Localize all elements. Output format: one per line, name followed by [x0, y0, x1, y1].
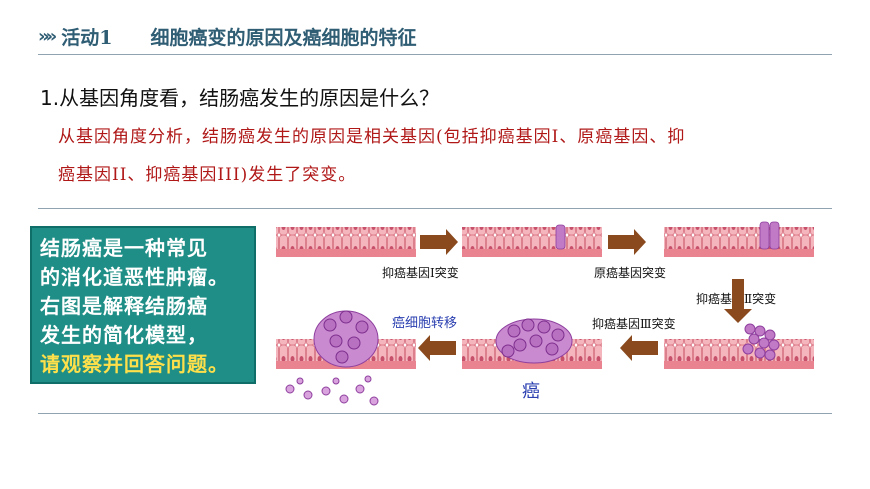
answer-line-1: 从基因角度分析，结肠癌发生的原因是相关基因(包括抑癌基因I、原癌基因、抑	[58, 127, 686, 147]
activity-label: 活动1	[61, 26, 113, 49]
info-line-5: 请观察并回答问题。	[40, 352, 229, 376]
label-metastasis: 癌细胞转移	[392, 315, 457, 331]
arrow-right-icon	[420, 229, 458, 255]
info-line-2: 的消化道恶性肿瘤。	[40, 265, 229, 289]
arrow-right-icon	[608, 229, 646, 255]
answer-text: 从基因角度分析，结肠癌发生的原因是相关基因(包括抑癌基因I、原癌基因、抑 癌基因…	[58, 118, 828, 194]
info-box: 结肠癌是一种常见 的消化道恶性肿瘤。 右图是解释结肠癌 发生的简化模型， 请观察…	[30, 226, 256, 384]
tissue-stage-5	[462, 318, 602, 369]
label-cancer: 癌	[522, 381, 540, 402]
arrow-left-icon	[620, 335, 658, 361]
divider-top	[38, 208, 832, 209]
arrow-down-icon	[724, 279, 752, 323]
label-tsg1-mutation: 抑癌基因Ⅰ突变	[382, 265, 459, 280]
info-line-4: 发生的简化模型，	[40, 323, 208, 347]
tissue-stage-2	[462, 224, 602, 257]
tissue-stage-3	[664, 221, 814, 257]
tissue-stage-6	[276, 310, 416, 406]
section-header: »» 活动1 细胞癌变的原因及癌细胞的特征	[38, 22, 417, 50]
info-line-3: 右图是解释结肠癌	[40, 294, 208, 318]
label-tsg3-mutation: 抑癌基因Ⅲ突变	[592, 316, 676, 331]
info-line-1: 结肠癌是一种常见	[40, 236, 208, 260]
tissue-stage-4	[664, 323, 814, 369]
page-title: 细胞癌变的原因及癌细胞的特征	[150, 26, 417, 49]
header-divider	[38, 54, 832, 55]
chevron-right-icon: »»	[38, 25, 57, 47]
arrow-left-icon	[418, 335, 456, 361]
question-text: 1.从基因角度看，结肠癌发生的原因是什么？	[40, 86, 440, 110]
tissue-stage-1	[276, 227, 416, 257]
colon-cancer-model-diagram: 抑癌基因Ⅰ突变 原癌基因突变 抑癌基因Ⅱ突变 抑癌基因Ⅲ突变 癌 癌细胞转移	[276, 221, 814, 406]
answer-line-2: 癌基因II、抑癌基因III)发生了突变。	[58, 165, 357, 185]
label-oncogene-mutation: 原癌基因突变	[594, 265, 666, 280]
divider-bottom	[38, 413, 832, 414]
